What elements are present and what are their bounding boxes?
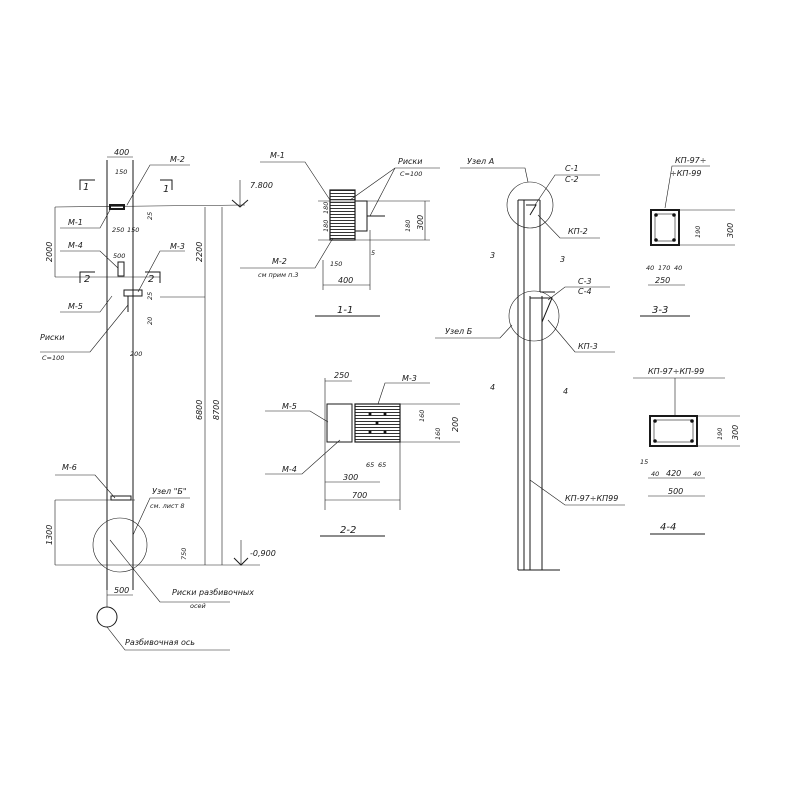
label-axis-risks-2: осей	[190, 602, 206, 610]
section-mark-1-left: 1	[83, 182, 89, 193]
dim-25a: 25	[146, 212, 154, 220]
dim-160b: 160	[434, 428, 442, 440]
label-axis-risks: Риски разбивочных	[172, 588, 254, 597]
label-m3: М-3	[402, 374, 417, 383]
dim-40b: 40	[674, 264, 682, 272]
label-node-b: Узел "Б"	[152, 487, 187, 496]
label-kp-1: КП-97÷	[675, 156, 706, 165]
label-c1: С-1	[565, 164, 579, 173]
label-c4: С-4	[578, 287, 592, 296]
label-kp2: КП-2	[568, 227, 588, 236]
label-node-b-ref: см. лист 8	[150, 502, 185, 510]
label-m4: М-4	[68, 241, 83, 250]
label-risks-step: С=100	[400, 170, 422, 178]
cut-4-left: 4	[490, 383, 495, 392]
dim-6800: 6800	[195, 400, 204, 420]
label-node-b: Узел Б	[445, 327, 473, 336]
dim-180b: 180	[322, 202, 330, 214]
label-c3: С-3	[578, 277, 592, 286]
dim-400: 400	[114, 148, 129, 157]
label-risks: Риски	[40, 333, 64, 342]
dim-190: 190	[694, 226, 702, 238]
label-axis: Разбивочная ось	[125, 638, 195, 647]
section-title: 3-3	[652, 305, 668, 316]
dim-160a: 160	[418, 410, 426, 422]
cut-3-left: 3	[490, 251, 495, 260]
dim-25: 250	[112, 226, 124, 234]
section-title: 2-2	[340, 525, 356, 536]
dim-2200: 2200	[195, 242, 204, 262]
dim-8700: 8700	[212, 400, 221, 420]
label-kp3: КП-3	[578, 342, 598, 351]
section-1-1: М-1 Риски С=100 М-2 см прим п.3 150 400 …	[240, 151, 440, 317]
dim-150: 150	[115, 168, 127, 176]
dim-750: 750	[180, 548, 188, 560]
dim-200: 200	[451, 417, 460, 432]
dim-500: 500	[668, 487, 683, 496]
dim-420: 420	[666, 469, 681, 478]
dim-150b: 150	[127, 226, 139, 234]
label-kp97: КП-97÷КП99	[565, 494, 618, 503]
label-m1: М-1	[68, 218, 83, 227]
dim-500: 500	[113, 252, 125, 260]
section-3-3: КП-97÷ ÷КП-99 40 170 40 250 190 300 3-3	[640, 156, 735, 317]
label-m2: М-2	[170, 155, 185, 164]
label-m1: М-1	[270, 151, 285, 160]
dim-2000: 2000	[45, 242, 54, 262]
section-mark-2-left: 2	[84, 274, 90, 285]
label-m3: М-3	[170, 242, 185, 251]
label-risks-step: С=100	[42, 354, 64, 362]
dim-250: 250	[655, 276, 670, 285]
column-elevation: 400 150 М-2 1 1 М-1 М-4 М-3 2 2 М-5 250 …	[40, 148, 276, 651]
dim-700: 700	[352, 491, 367, 500]
dim-300: 300	[416, 215, 425, 230]
dim-180a: 180	[322, 220, 330, 232]
frame-elevation: Узел А С-1 С-2 КП-2 3 3 С-3 С-4 Узел Б К…	[435, 157, 625, 571]
dim-40a: 40	[651, 470, 659, 478]
dim-25b: 25	[146, 292, 154, 300]
label-m2: М-2	[272, 257, 287, 266]
dim-20: 20	[146, 317, 154, 325]
label-kp: КП-97÷КП-99	[648, 367, 704, 376]
section-2-2: М-3 М-5 М-4 250 65 65 300 700 160 160 20…	[265, 371, 460, 537]
cut-4-right: 4	[563, 387, 568, 396]
dim-40b: 40	[693, 470, 701, 478]
dim-400: 400	[338, 276, 353, 285]
dim-300: 300	[731, 425, 740, 440]
cut-3-right: 3	[560, 255, 565, 264]
label-node-a: Узел А	[467, 157, 494, 166]
dim-40a: 40	[646, 264, 654, 272]
label-m5: М-5	[68, 302, 83, 311]
dim-5: 5	[371, 249, 375, 257]
dim-190: 190	[716, 428, 724, 440]
dim-150: 150	[330, 260, 342, 268]
dim-300: 300	[726, 223, 735, 238]
label-kp-2: ÷КП-99	[670, 169, 701, 178]
label-risks: Риски	[398, 157, 422, 166]
section-title: 1-1	[337, 305, 353, 316]
level-top: 7.800	[250, 181, 273, 190]
dim-65a: 65	[366, 461, 374, 469]
label-m4: М-4	[282, 465, 297, 474]
label-m6: М-6	[62, 463, 77, 472]
level-bottom: -0,900	[250, 549, 276, 558]
dim-170: 170	[658, 264, 670, 272]
dim-65b: 65	[378, 461, 386, 469]
dim-200: 200	[130, 350, 142, 358]
label-m5: М-5	[282, 402, 297, 411]
dim-500b: 500	[114, 586, 129, 595]
section-mark-1-right: 1	[163, 184, 169, 195]
label-m2-note: см прим п.3	[258, 271, 299, 279]
dim-300: 300	[343, 473, 358, 482]
section-mark-2-right: 2	[148, 274, 154, 285]
section-4-4: КП-97÷КП-99 15 40 420 40 500 190 300 4-4	[633, 367, 740, 535]
dim-250: 250	[334, 371, 349, 380]
dim-180c: 180	[404, 220, 412, 232]
dim-15: 15	[640, 458, 648, 466]
section-title: 4-4	[660, 522, 676, 533]
label-c2: С-2	[565, 175, 579, 184]
dim-1300: 1300	[45, 525, 54, 545]
